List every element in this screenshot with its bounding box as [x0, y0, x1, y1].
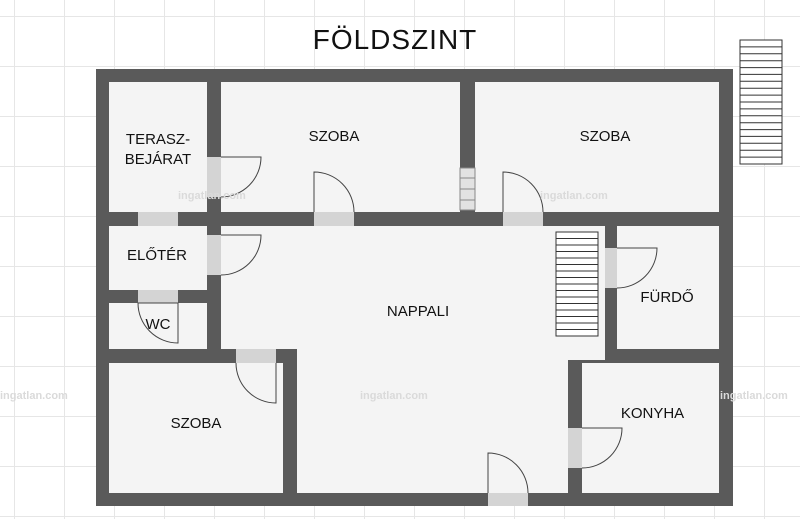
door-gap-eloter-nappali — [207, 235, 221, 275]
room-wc — [109, 303, 207, 349]
door-gap-eloter-wc — [138, 290, 178, 303]
watermark-3: ingatlan.com — [0, 390, 68, 402]
room-label-szoba-top-right: SZOBA — [579, 128, 631, 145]
staircase-outside — [739, 39, 783, 165]
door-gap-terasz-eloter — [138, 212, 178, 226]
room-label-konyha: KONYHA — [620, 405, 685, 422]
room-label-eloter: ELŐTÉR — [126, 247, 187, 264]
door-gap-szoba-bottom — [236, 349, 276, 363]
room-label-terasz-line-2: BEJÁRAT — [124, 151, 192, 168]
room-label-nappali: NAPPALI — [386, 303, 450, 320]
door-gap-szoba-middle — [314, 212, 354, 226]
watermark-5: ingatlan.com — [720, 390, 788, 402]
room-nappali — [221, 226, 605, 349]
door-swing-entrance — [487, 452, 529, 494]
room-label-szoba-bottom-left: SZOBA — [170, 415, 222, 432]
room-szoba-top-right — [475, 82, 719, 212]
room-nappali-lower — [297, 349, 568, 493]
door-swing-szoba-middle — [313, 171, 355, 213]
room-furdo — [617, 226, 719, 349]
door-swing-terasz — [220, 156, 262, 198]
room-eloter — [109, 226, 207, 290]
watermark-4: ingatlan.com — [360, 390, 428, 402]
room-nappali-link — [297, 340, 605, 360]
room-label-terasz-bejarat: TERASZ- BEJÁRAT — [109, 130, 207, 170]
floor-title: FÖLDSZINT — [312, 24, 478, 55]
door-swing-furdo — [616, 247, 658, 289]
room-label-furdo: FÜRDŐ — [640, 289, 694, 306]
door-swing-szoba-bottom — [235, 362, 277, 404]
watermark-2: ingatlan.com — [540, 190, 608, 202]
door-swing-eloter — [220, 234, 262, 276]
door-swing-konyha — [581, 427, 623, 469]
watermark-1: ingatlan.com — [178, 190, 246, 202]
door-gap-terasz-szoba — [207, 157, 221, 197]
door-gap-furdo — [605, 248, 617, 288]
door-swing-szoba-right — [502, 171, 544, 213]
door-gap-konyha — [568, 428, 582, 468]
room-label-wc: WC — [145, 316, 171, 333]
room-terasz-bejarat — [109, 82, 207, 212]
door-swings — [137, 156, 658, 494]
staircase-inside — [555, 231, 599, 337]
room-label-terasz-line-1: TERASZ- — [125, 131, 191, 148]
room-label-szoba-top-middle: SZOBA — [308, 128, 360, 145]
door-gap-entrance — [488, 493, 528, 506]
door-gap-szoba-right — [503, 212, 543, 226]
room-szoba-top-middle — [221, 82, 460, 212]
room-szoba-bottom-left — [109, 363, 283, 493]
door-swing-wc — [137, 302, 179, 344]
